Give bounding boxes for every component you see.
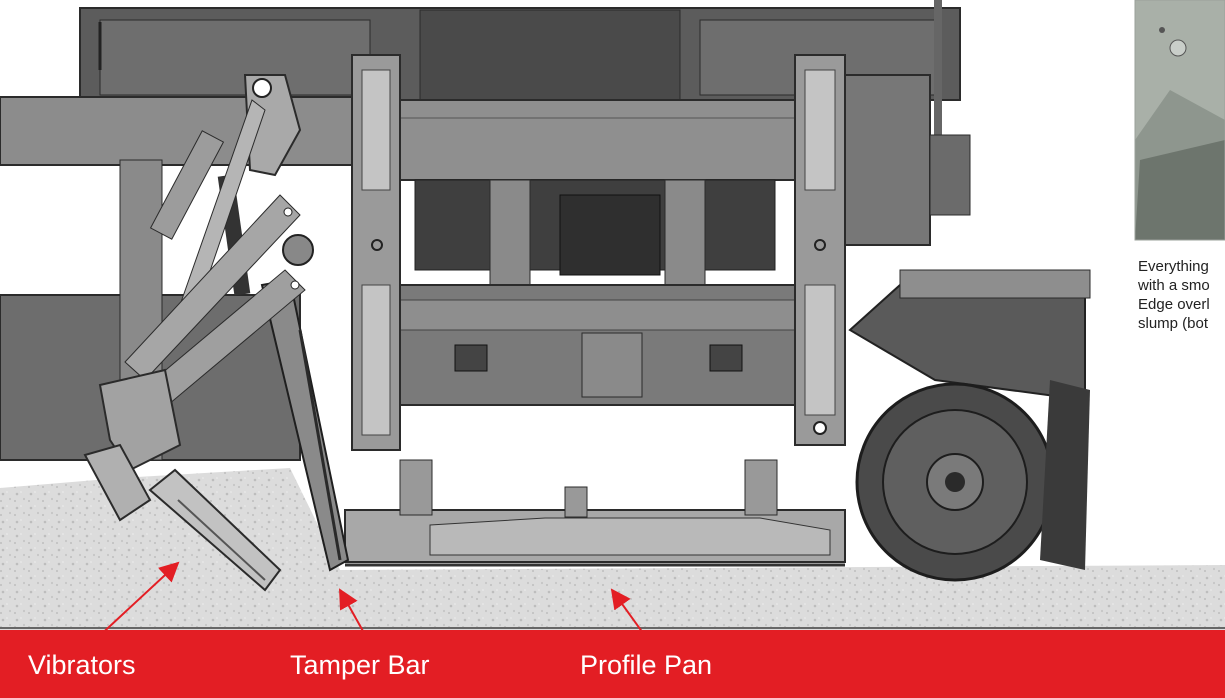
label-vibrators: Vibrators (28, 650, 136, 680)
caption-line: slump (bot (1138, 315, 1209, 332)
caption-line: Edge overl (1138, 296, 1210, 313)
caption-line: with a smo (1138, 277, 1210, 294)
inset-caption: Everything with a smo Edge overl slump (… (1138, 257, 1225, 333)
vibrators-arrow (94, 561, 180, 641)
label-tamper-bar: Tamper Bar (290, 650, 430, 680)
profile-pan (344, 459, 846, 567)
label-profile-pan: Profile Pan (580, 650, 713, 680)
main-beam (0, 74, 971, 246)
inset-photo (1134, 0, 1225, 241)
track-wheel (848, 269, 1091, 582)
concrete-slab (0, 468, 1225, 630)
caption-line: Everything (1138, 258, 1209, 275)
vibrator-assembly (83, 74, 314, 592)
label-bar (0, 630, 1225, 698)
